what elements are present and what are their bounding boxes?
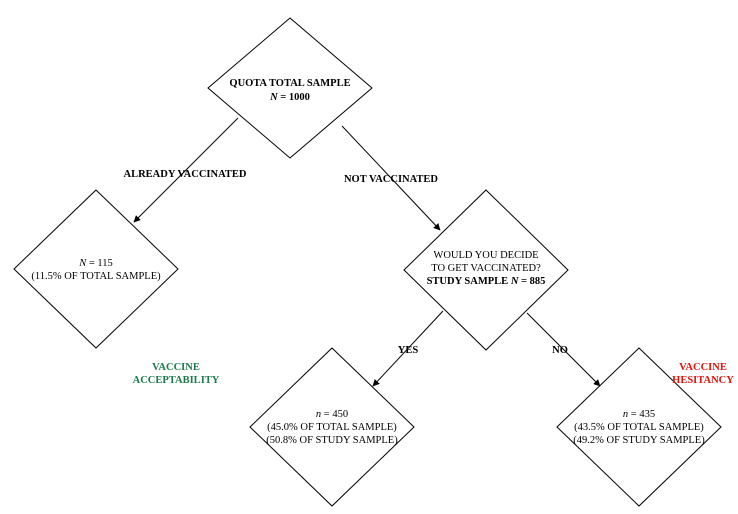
no-count: n = 435: [623, 409, 655, 420]
vaccinated-count: N = 115: [78, 258, 113, 269]
vaccinated-diamond: [13, 189, 179, 349]
edge-already-vaccinated: [133, 117, 239, 223]
no-study-percent: (49.2% OF STUDY SAMPLE): [573, 435, 705, 446]
edge-no: [526, 312, 601, 387]
label-not-vaccinated: NOT VACCINATED: [344, 174, 438, 185]
yes-node: n = 450 (45.0% OF TOTAL SAMPLE) (50.8% O…: [249, 347, 415, 507]
root-count: N = 1000: [269, 92, 310, 103]
decision-line2: TO GET VACCINATED?: [431, 263, 541, 274]
yes-count: n = 450: [316, 409, 348, 420]
edge-not-vaccinated: [341, 125, 441, 231]
decision-line1: WOULD YOU DECIDE: [433, 250, 538, 261]
root-diamond: [207, 17, 373, 159]
yes-study-percent: (50.8% OF STUDY SAMPLE): [266, 435, 398, 446]
hesitancy-line2: HESITANCY: [672, 375, 734, 386]
root-node: QUOTA TOTAL SAMPLE N = 1000: [207, 17, 373, 159]
decision-node: WOULD YOU DECIDE TO GET VACCINATED? STUD…: [403, 189, 569, 351]
vaccine-acceptability-label: VACCINE ACCEPTABILITY: [133, 362, 220, 386]
decision-line3: STUDY SAMPLE N = 885: [427, 276, 546, 287]
no-total-percent: (43.5% OF TOTAL SAMPLE): [574, 422, 704, 433]
label-yes: YES: [398, 345, 419, 356]
decision-diamond: [403, 189, 569, 351]
hesitancy-line1: VACCINE: [679, 362, 727, 373]
yes-total-percent: (45.0% OF TOTAL SAMPLE): [267, 422, 397, 433]
no-diamond: [556, 347, 722, 507]
root-line1: QUOTA TOTAL SAMPLE: [229, 78, 350, 89]
acceptability-line1: VACCINE: [152, 362, 200, 373]
edge-yes: [372, 310, 444, 387]
yes-diamond: [249, 347, 415, 507]
vaccinated-node: N = 115 (11.5% OF TOTAL SAMPLE): [13, 189, 179, 349]
label-no: NO: [552, 345, 568, 356]
label-already-vaccinated: ALREADY VACCINATED: [123, 169, 246, 180]
vaccinated-percent: (11.5% OF TOTAL SAMPLE): [31, 271, 161, 282]
acceptability-line2: ACCEPTABILITY: [133, 375, 220, 386]
vaccine-hesitancy-label: VACCINE HESITANCY: [672, 362, 734, 386]
no-node: n = 435 (43.5% OF TOTAL SAMPLE) (49.2% O…: [556, 347, 722, 507]
